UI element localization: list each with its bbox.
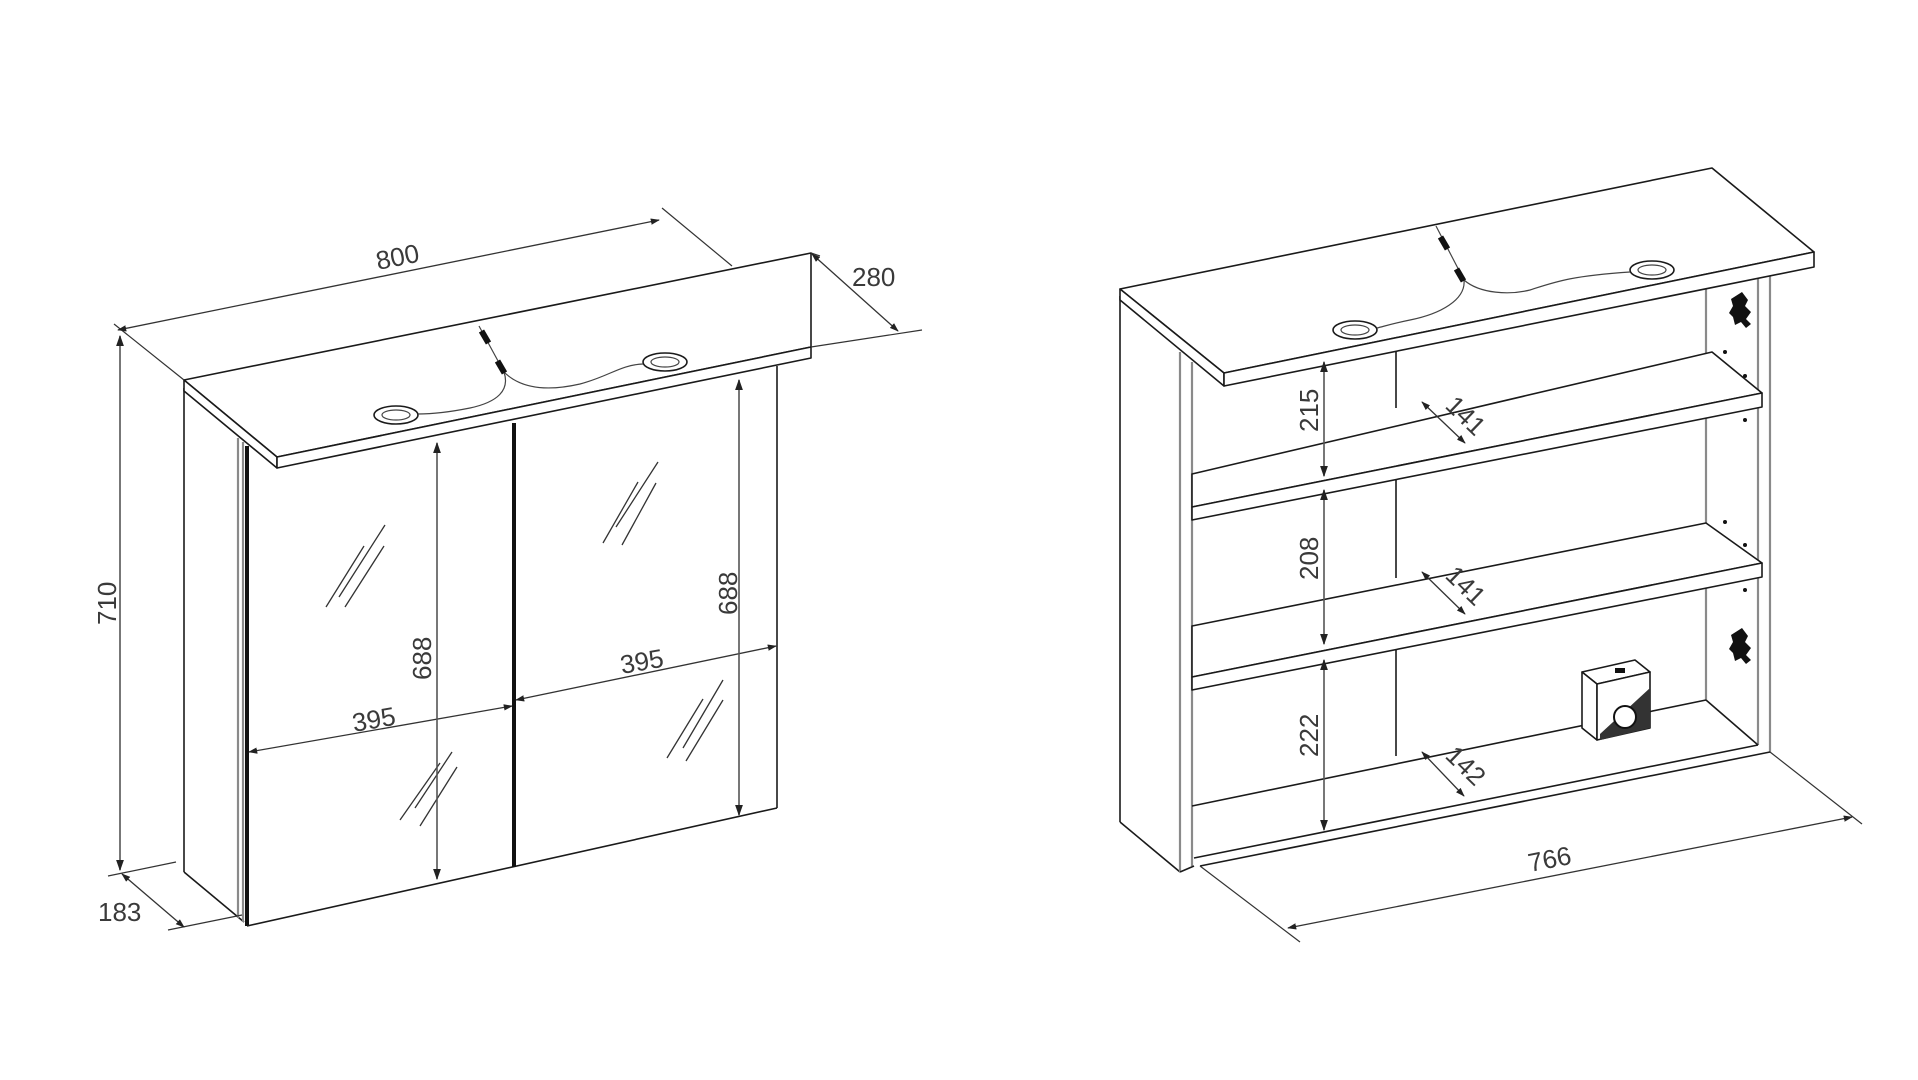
spot-light-left-icon (1332, 320, 1378, 340)
dimension-door-left-688: 688 (407, 441, 441, 881)
dimension-height-710: 710 (92, 334, 124, 872)
dim-label: 222 (1294, 714, 1324, 757)
dimension-door-right-688: 688 (713, 378, 743, 817)
dim-label: 688 (713, 572, 743, 615)
dim-label: 215 (1294, 389, 1324, 432)
dim-label: 208 (1294, 537, 1324, 580)
closed-cabinet-view: 800 280 710 183 395 395 (92, 207, 923, 931)
dim-label: 766 (1525, 840, 1573, 878)
cabinet-side-panel-right (1704, 272, 1772, 752)
open-cabinet-view: 215 208 222 141 141 142 (1119, 167, 1863, 943)
mirror-glare-icon (325, 461, 724, 827)
dimension-bottom-142: 142 (1421, 740, 1492, 797)
spot-light-right-icon (642, 352, 688, 372)
mirror-doors (245, 366, 778, 927)
cabinet-side-panel (183, 388, 245, 923)
glass-shelf-top (1191, 351, 1763, 521)
dim-label: 395 (618, 643, 666, 680)
dimension-width-800: 800 (113, 207, 733, 381)
dim-label: 280 (852, 262, 895, 292)
dimension-depth-183: 183 (98, 861, 243, 931)
dim-label: 395 (350, 701, 398, 738)
top-light-panel (183, 252, 812, 469)
dimension-compartment-222: 222 (1294, 658, 1328, 832)
dimension-door-right-395: 395 (515, 643, 777, 702)
dimension-compartment-215: 215 (1294, 360, 1328, 478)
socket-box-icon (1581, 659, 1651, 741)
hinge-bottom-icon (1729, 628, 1751, 664)
dim-label: 142 (1440, 740, 1492, 792)
dim-label: 183 (98, 897, 141, 927)
dimension-depth-280: 280 (810, 252, 923, 348)
hinge-top-icon (1729, 292, 1751, 328)
cabinet-side-panel-left (1119, 296, 1195, 873)
spot-light-left-icon (373, 405, 419, 425)
dim-label: 710 (92, 582, 122, 625)
dimension-door-left-395: 395 (248, 701, 513, 754)
cabinet-bottom (1191, 699, 1771, 867)
top-light-panel (1119, 167, 1815, 387)
dimension-compartment-208: 208 (1294, 488, 1328, 646)
cable-connector-icon (417, 325, 644, 415)
dim-label: 688 (407, 637, 437, 680)
glass-shelf-middle (1191, 522, 1763, 691)
dimension-inner-width-766: 766 (1199, 751, 1863, 943)
cable-connector-icon (1376, 225, 1631, 329)
spot-light-right-icon (1629, 260, 1675, 280)
